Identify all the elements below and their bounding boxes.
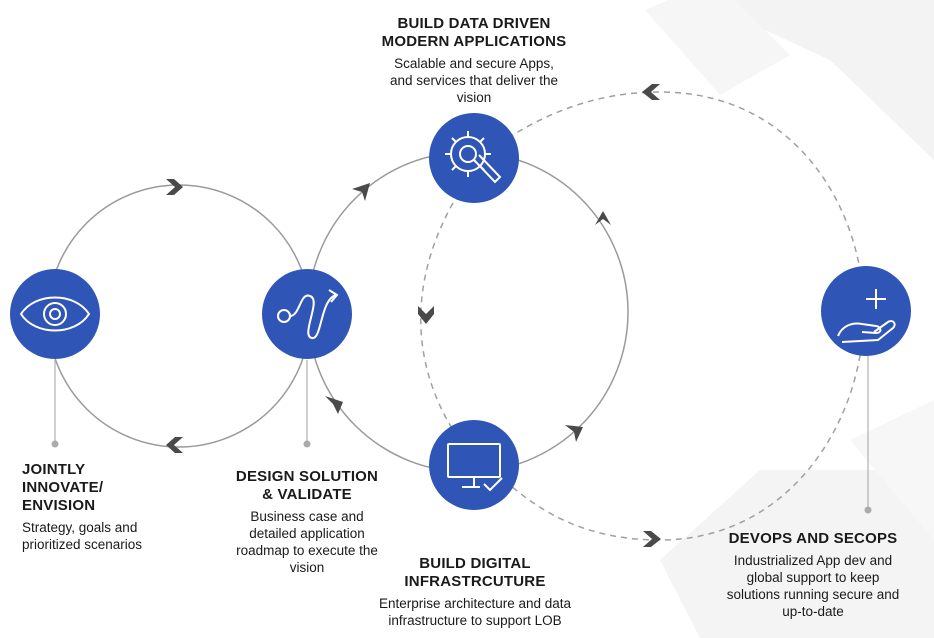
node-envision bbox=[10, 269, 100, 359]
arrow-build-right-up bbox=[595, 211, 611, 225]
title-line: DESIGN SOLUTION bbox=[235, 468, 379, 485]
stage-build-infra-desc: Enterprise architecture and data infrast… bbox=[362, 595, 588, 629]
title-line: INFRASTRCUTURE bbox=[404, 573, 546, 590]
arrow-design-down bbox=[325, 396, 343, 414]
arrow-build-right-down bbox=[565, 425, 583, 442]
bg-diamond-top bbox=[700, 0, 934, 160]
envision-leader-dot bbox=[51, 440, 59, 448]
node-devops-circle bbox=[821, 266, 911, 356]
arrow-left-bottom bbox=[166, 437, 183, 453]
desc-line: roadmap to execute the bbox=[236, 543, 378, 558]
arrow-right-top bbox=[166, 179, 183, 195]
stage-devops-title: DEVOPS AND SECOPS bbox=[710, 530, 916, 548]
stage-envision-desc: Strategy, goals and prioritized scenario… bbox=[22, 519, 192, 553]
desc-line: prioritized scenarios bbox=[22, 537, 143, 552]
leader-lines bbox=[51, 356, 872, 514]
hand-plus-icon bbox=[837, 289, 896, 343]
arrow-devops-bottom-right bbox=[643, 531, 661, 547]
node-design-circle bbox=[262, 269, 352, 359]
stage-design-title: DESIGN SOLUTION & VALIDATE bbox=[217, 468, 397, 504]
path-route-icon bbox=[277, 289, 339, 339]
desc-line: infrastructure to support LOB bbox=[388, 613, 562, 628]
node-build-infra bbox=[429, 420, 519, 510]
desc-line: Strategy, goals and bbox=[22, 520, 138, 535]
desc-line: Enterprise architecture and data bbox=[378, 596, 572, 611]
title-line: JOINTLY bbox=[22, 461, 86, 478]
node-devops bbox=[821, 266, 911, 356]
node-envision-circle bbox=[10, 269, 100, 359]
node-build-infra-circle bbox=[429, 420, 519, 510]
gear-wrench-icon bbox=[445, 131, 502, 184]
arrow-design-up bbox=[352, 183, 370, 201]
title-line: BUILD DIGITAL bbox=[419, 555, 531, 572]
desc-line: up-to-date bbox=[782, 604, 844, 619]
stage-devops-label: DEVOPS AND SECOPS Industrialized App dev… bbox=[710, 530, 916, 620]
desc-line: Industrialized App dev and bbox=[733, 553, 893, 568]
desc-line: vision bbox=[456, 90, 492, 105]
desc-line: solutions running secure and bbox=[726, 587, 900, 602]
arrow-devops-top-left bbox=[642, 84, 660, 100]
title-line: DEVOPS AND SECOPS bbox=[728, 530, 898, 547]
stage-design-label: DESIGN SOLUTION & VALIDATE Business case… bbox=[217, 468, 397, 576]
eye-icon bbox=[19, 296, 91, 332]
bg-diamond-top-2 bbox=[645, 0, 790, 95]
desc-line: vision bbox=[289, 560, 325, 575]
title-line: INNOVATE/ bbox=[22, 479, 104, 496]
flow-arrows bbox=[166, 84, 661, 547]
stage-envision-title: JOINTLY INNOVATE/ ENVISION bbox=[22, 461, 192, 515]
stage-build-infra-label: BUILD DIGITAL INFRASTRCUTURE Enterprise … bbox=[362, 555, 588, 629]
devops-leader-dot bbox=[864, 506, 872, 514]
stage-devops-desc: Industrialized App dev and global suppor… bbox=[710, 552, 916, 620]
desc-line: Scalable and secure Apps, bbox=[394, 56, 554, 71]
desc-line: and services that deliver the bbox=[389, 73, 559, 88]
stage-build-infra-title: BUILD DIGITAL INFRASTRCUTURE bbox=[362, 555, 588, 591]
desc-line: global support to keep bbox=[746, 570, 880, 585]
title-line: MODERN APPLICATIONS bbox=[381, 33, 567, 50]
stage-build-apps-title: BUILD DATA DRIVEN MODERN APPLICATIONS bbox=[364, 15, 584, 51]
stage-envision-label: JOINTLY INNOVATE/ ENVISION Strategy, goa… bbox=[22, 461, 192, 553]
node-build-apps bbox=[429, 113, 519, 203]
desc-line: detailed application bbox=[249, 526, 365, 541]
title-line: BUILD DATA DRIVEN bbox=[397, 15, 551, 32]
bg-diamond-bottom-2 bbox=[850, 400, 934, 540]
stage-build-apps-desc: Scalable and secure Apps, and services t… bbox=[364, 55, 584, 106]
build-inner-dashed-arc bbox=[420, 202, 454, 431]
stage-design-desc: Business case and detailed application r… bbox=[217, 508, 397, 576]
design-leader-dot bbox=[303, 440, 311, 448]
monitor-check-icon bbox=[447, 443, 503, 492]
title-line: & VALIDATE bbox=[262, 486, 352, 503]
desc-line: Business case and bbox=[250, 509, 364, 524]
stage-build-apps-label: BUILD DATA DRIVEN MODERN APPLICATIONS Sc… bbox=[364, 15, 584, 106]
arrow-build-inner-down bbox=[418, 306, 434, 324]
title-line: ENVISION bbox=[22, 497, 96, 514]
node-design bbox=[262, 269, 352, 359]
